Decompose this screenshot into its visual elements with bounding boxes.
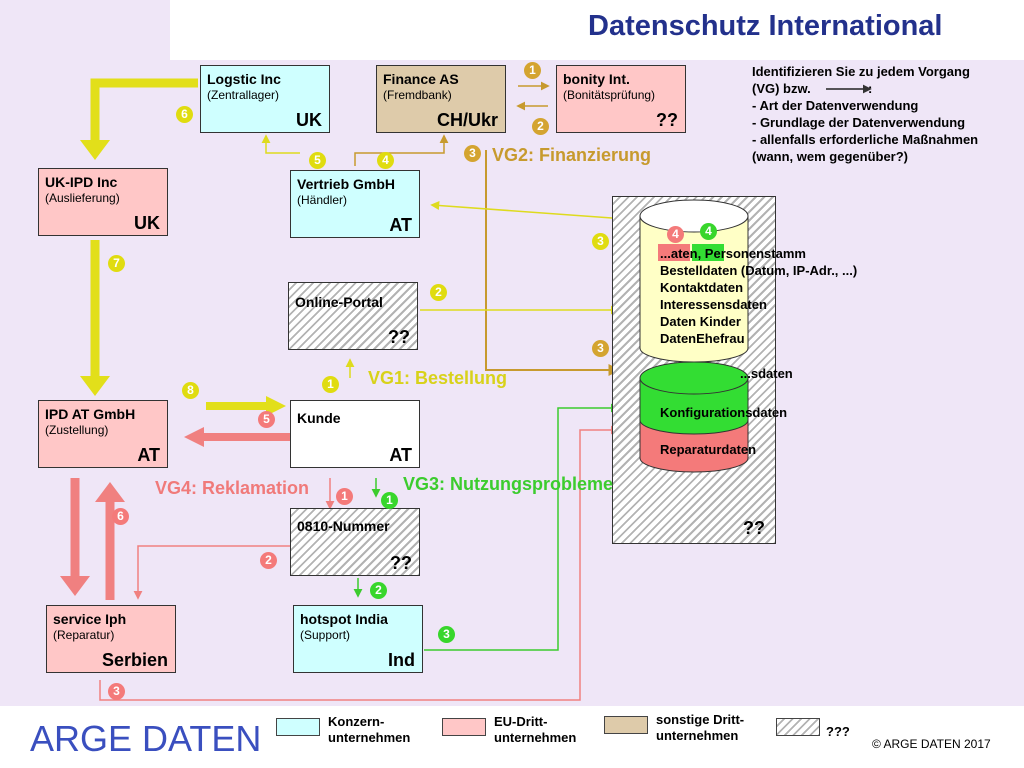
box-hotspot: hotspot India (Support) Ind: [293, 605, 423, 673]
box-logistic-name: Logstic Inc: [207, 71, 281, 87]
instructions-line-5: - allenfalls erforderliche Maßnahmen: [752, 132, 979, 147]
step-badge: 1: [524, 62, 541, 79]
legend-swatch-eu: [442, 718, 486, 736]
db-label-personen: ...aten, Personenstamm: [660, 246, 806, 261]
box-kunde: Kunde AT: [290, 400, 420, 468]
legend-label-eu: EU-Dritt- unternehmen: [494, 714, 577, 745]
box-ukipd-country: UK: [134, 213, 160, 233]
box-service-sub: (Reparatur): [53, 628, 115, 642]
box-vertrieb-name: Vertrieb GmbH: [297, 176, 396, 192]
process-vg3: VG3: Nutzungsprobleme: [403, 474, 614, 494]
instructions-line-2a: (VG) bzw.: [752, 81, 811, 96]
instructions-line-3: - Art der Datenverwendung: [752, 98, 919, 113]
box-bonity: bonity Int. (Bonitätsprüfung) ??: [556, 65, 686, 133]
legend-swatch-unknown: [776, 718, 820, 736]
box-kunde-name: Kunde: [297, 410, 341, 426]
box-ukipd-sub: (Auslieferung): [45, 191, 120, 205]
step-badge: 3: [464, 145, 481, 162]
legend-swatch-sonstige: [604, 716, 648, 734]
instructions-line-1: Identifizieren Sie zu jedem Vorgang: [752, 64, 970, 79]
process-vg2: VG2: Finanzierung: [492, 145, 652, 165]
step-badge: 8: [182, 382, 199, 399]
header-band: [170, 0, 1024, 60]
box-hotline-name: 0810-Nummer: [297, 518, 390, 534]
step-badge: 5: [309, 152, 326, 169]
box-portal-country: ??: [388, 327, 410, 347]
db-label-interessen: Interessensdaten: [660, 297, 767, 312]
box-logistic: Logstic Inc (Zentrallager) UK: [200, 65, 330, 133]
db-label-bestell: Bestelldaten (Datum, IP-Adr., ...): [660, 263, 858, 278]
box-hotline: 0810-Nummer ??: [290, 508, 420, 576]
step-badge: 1: [336, 488, 353, 505]
step-badge: 6: [112, 508, 129, 525]
process-vg4: VG4: Reklamation: [155, 478, 310, 498]
box-service-name: service Iph: [53, 611, 127, 627]
process-vg1: VG1: Bestellung: [368, 368, 508, 388]
box-ipdat: IPD AT GmbH (Zustellung) AT: [38, 400, 168, 468]
box-vertrieb-sub: (Händler): [297, 193, 348, 207]
copyright: © ARGE DATEN 2017: [872, 737, 991, 751]
step-badge: 3: [592, 340, 609, 357]
legend-label-konzern: Konzern- unternehmen: [328, 714, 411, 745]
box-ukipd-name: UK-IPD Inc: [45, 174, 118, 190]
box-logistic-sub: (Zentrallager): [207, 88, 280, 102]
step-badge: 2: [260, 552, 277, 569]
db-label-kinder: Daten Kinder: [660, 314, 741, 329]
box-ipdat-sub: (Zustellung): [45, 423, 109, 437]
box-hotline-country: ??: [390, 553, 412, 573]
instructions-line-4: - Grundlage der Datenverwendung: [752, 115, 966, 130]
box-bonity-sub: (Bonitätsprüfung): [563, 88, 656, 102]
step-badge: 7: [108, 255, 125, 272]
step-badge: 4: [700, 223, 717, 240]
step-badge: 2: [430, 284, 447, 301]
box-vertrieb: Vertrieb GmbH (Händler) AT: [290, 170, 420, 238]
box-bonity-country: ??: [656, 110, 678, 130]
legend-swatch-konzern: [276, 718, 320, 736]
box-hotspot-sub: (Support): [300, 628, 351, 642]
box-service: service Iph (Reparatur) Serbien: [46, 605, 176, 673]
step-badge: 1: [381, 492, 398, 509]
datacenter-country: ??: [743, 518, 765, 538]
db-label-config: Konfigurationsdaten: [660, 405, 788, 420]
box-finance-name: Finance AS: [383, 71, 459, 87]
box-hotspot-country: Ind: [388, 650, 415, 670]
step-badge: 4: [667, 226, 684, 243]
db-label-repair: Reparaturdaten: [660, 442, 757, 457]
db-label-ehefrau: DatenEhefrau: [660, 331, 745, 346]
instructions-line-6: (wann, wem gegenüber?): [752, 149, 909, 164]
footer-band: [0, 706, 1024, 768]
legend-label-unknown: ???: [826, 724, 850, 739]
box-hotspot-name: hotspot India: [300, 611, 388, 627]
step-badge: 2: [370, 582, 387, 599]
step-badge: 4: [377, 152, 394, 169]
box-vertrieb-country: AT: [389, 215, 412, 235]
box-finance-sub: (Fremdbank): [383, 88, 452, 102]
step-badge: 5: [258, 411, 275, 428]
instructions: Identifizieren Sie zu jedem Vorgang (VG)…: [752, 63, 1020, 165]
box-bonity-name: bonity Int.: [563, 71, 630, 87]
box-portal-name: Online-Portal: [295, 294, 383, 310]
box-finance-country: CH/Ukr: [436, 110, 498, 130]
db-label-middle: ...sdaten: [740, 366, 793, 381]
page-title: Datenschutz International: [588, 10, 943, 42]
step-badge: 3: [438, 626, 455, 643]
box-kunde-country: AT: [389, 445, 412, 465]
box-portal: Online-Portal ??: [288, 282, 418, 350]
db-label-kontakt: Kontaktdaten: [660, 280, 744, 295]
box-ipdat-name: IPD AT GmbH: [45, 406, 136, 422]
step-badge: 3: [592, 233, 609, 250]
box-ipdat-country: AT: [137, 445, 160, 465]
step-badge: 3: [108, 683, 125, 700]
step-badge: 1: [322, 376, 339, 393]
step-badge: 6: [176, 106, 193, 123]
box-logistic-country: UK: [296, 110, 322, 130]
box-finance: Finance AS (Fremdbank) CH/Ukr: [376, 65, 506, 133]
box-ukipd: UK-IPD Inc (Auslieferung) UK: [38, 168, 168, 236]
step-badge: 2: [532, 118, 549, 135]
legend-label-sonstige: sonstige Dritt- unternehmen: [656, 712, 745, 743]
brand-logo: ARGE DATEN: [30, 718, 262, 759]
box-service-country: Serbien: [101, 650, 168, 670]
